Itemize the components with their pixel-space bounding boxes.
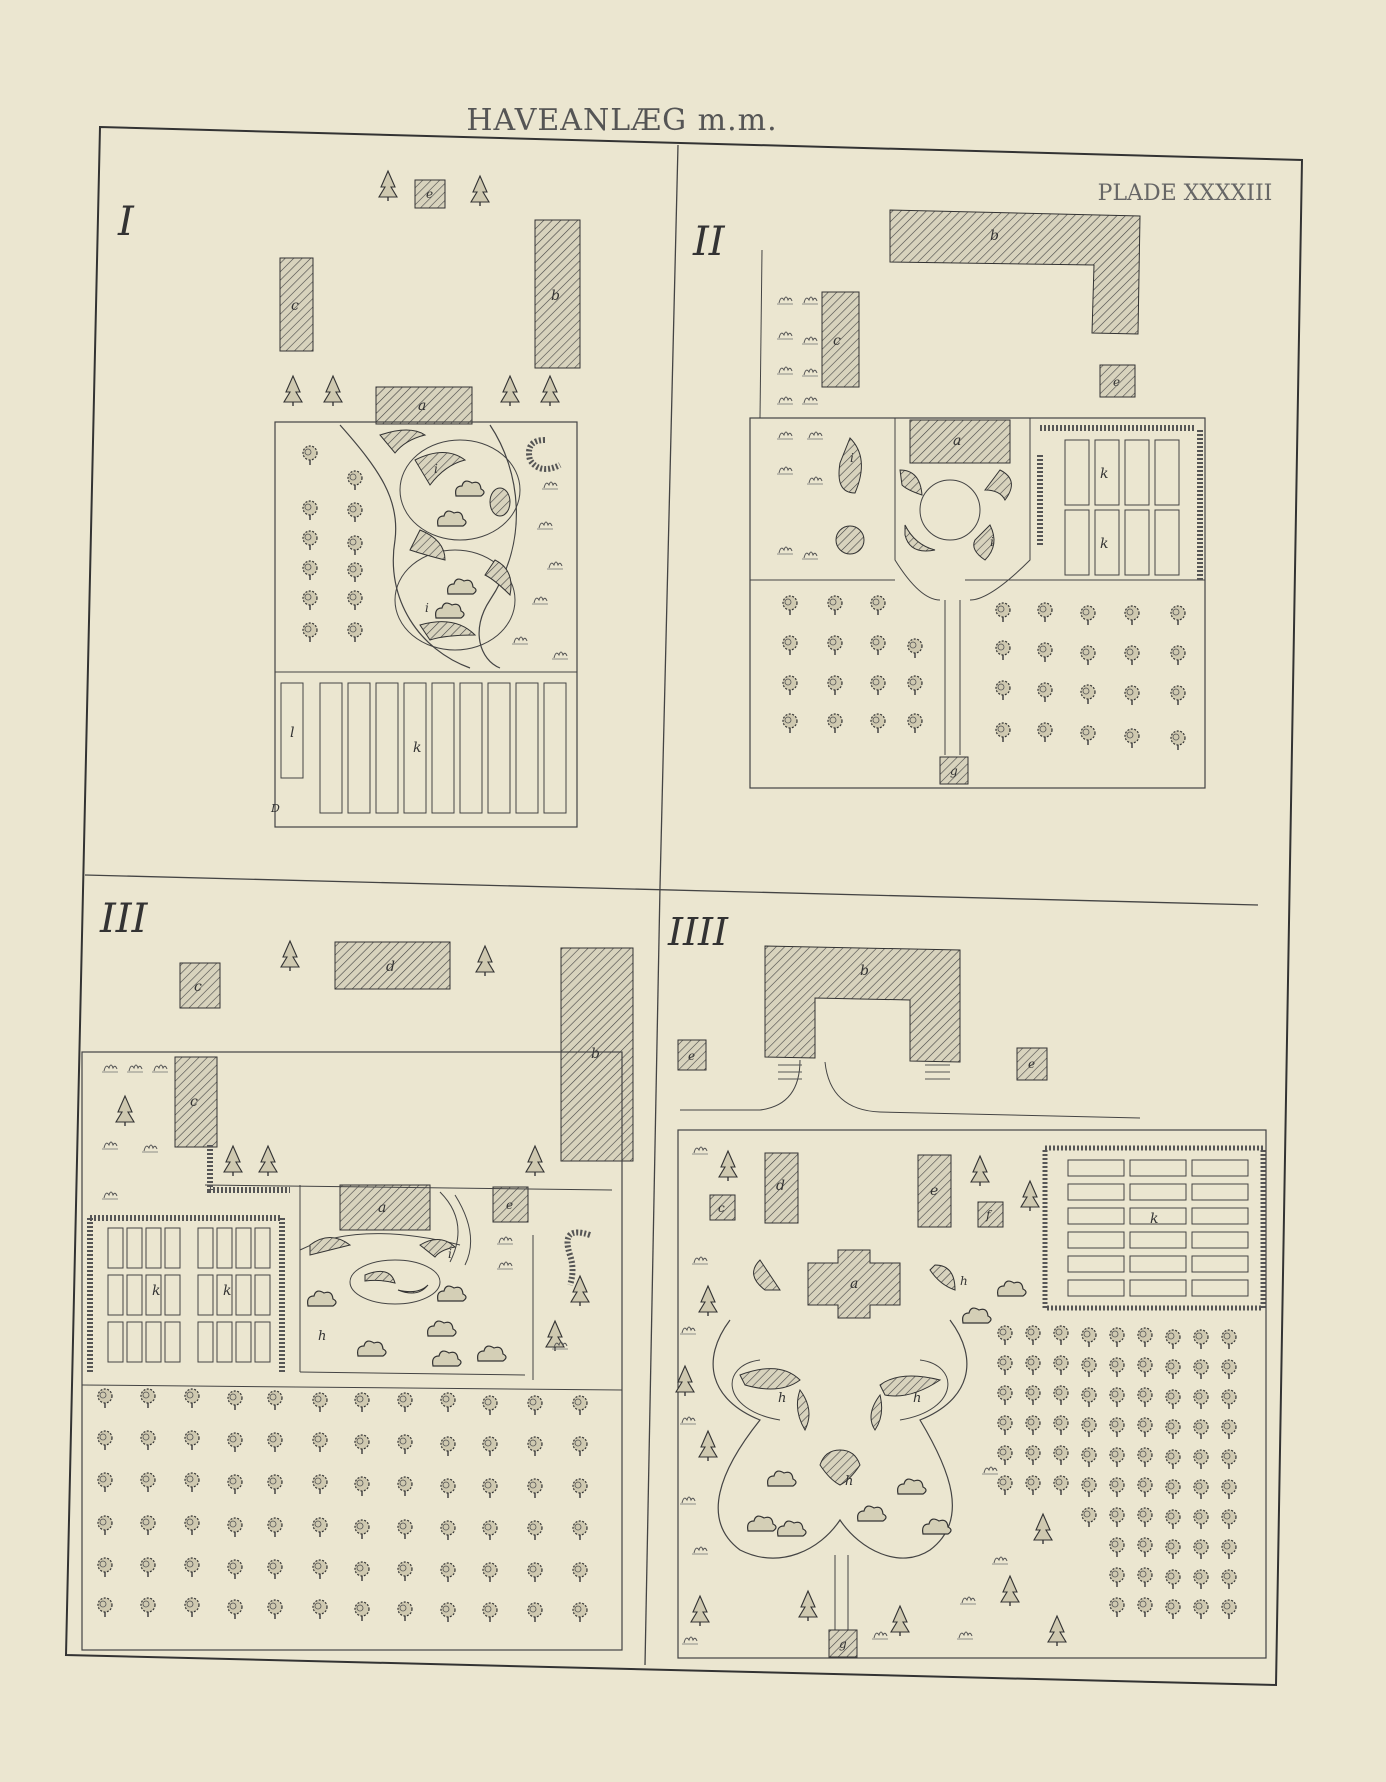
svg-text:a: a (418, 398, 426, 414)
svg-text:k: k (1100, 466, 1108, 482)
garden-boundary (274, 421, 578, 828)
building-a (339, 1184, 431, 1231)
building-c (279, 257, 314, 352)
building-c (709, 1194, 736, 1221)
svg-text:D: D (270, 802, 280, 815)
svg-text:b: b (860, 963, 869, 979)
svg-text:b: b (551, 288, 560, 304)
svg-text:d: d (386, 959, 395, 975)
svg-text:e: e (506, 1198, 513, 1212)
building-c (179, 962, 221, 1009)
panel-numeral-iii: III (99, 896, 149, 942)
building-b (534, 219, 581, 369)
building-e (414, 179, 446, 209)
vegetable-beds (1067, 1159, 1249, 1297)
svg-text:d: d (776, 1178, 785, 1194)
svg-text:h: h (778, 1391, 786, 1406)
svg-text:i: i (448, 1247, 452, 1261)
svg-text:i: i (990, 535, 994, 549)
svg-text:i: i (850, 451, 854, 465)
building-d (334, 941, 451, 990)
svg-text:f: f (985, 1208, 993, 1222)
vegetable-beds (107, 1227, 271, 1363)
svg-text:b: b (990, 228, 999, 244)
building-e-left (677, 1039, 707, 1071)
svg-text:h: h (318, 1329, 326, 1344)
building-e (492, 1186, 529, 1223)
svg-text:a: a (953, 433, 961, 449)
garden-boundary (677, 1129, 1267, 1659)
plate-title: HAVEANLÆG m.m. (466, 103, 777, 138)
svg-text:e: e (1028, 1057, 1035, 1071)
building-b (889, 209, 1141, 335)
orchard-trees (997, 1325, 1237, 1620)
svg-text:k: k (1100, 536, 1108, 552)
building-a (375, 386, 473, 425)
clover-path (712, 1319, 968, 1559)
svg-text:k: k (1150, 1211, 1158, 1227)
svg-text:b: b (591, 1046, 600, 1062)
vegetable-beds (1064, 439, 1180, 576)
panel-numeral-iiii: IIII (667, 910, 729, 954)
svg-text:h: h (913, 1391, 921, 1406)
svg-text:i: i (434, 462, 438, 476)
outer-frame (64, 125, 1304, 1687)
building-e (1099, 364, 1136, 398)
svg-text:c: c (194, 979, 202, 995)
panel-ii: II b c e a i i k k g (692, 209, 1206, 789)
svg-text:e: e (688, 1049, 695, 1063)
svg-text:e: e (1113, 375, 1120, 389)
svg-text:c: c (833, 333, 841, 349)
building-b (560, 947, 634, 1162)
svg-text:h: h (960, 1274, 968, 1288)
svg-text:g: g (950, 764, 958, 778)
svg-text:e: e (426, 187, 433, 201)
building-e-right (1016, 1047, 1048, 1081)
garden-boundary (81, 1051, 623, 1651)
svg-text:e: e (930, 1183, 938, 1199)
svg-text:k: k (223, 1283, 231, 1299)
panel-i: I e c b a i i l (117, 170, 581, 828)
orchard-trees (97, 1388, 588, 1623)
divider-horizontal (84, 874, 1259, 906)
plate-number: PLADE XXXXIII (1098, 181, 1273, 206)
gate-g (828, 1629, 858, 1658)
building-e-inner (917, 1154, 952, 1228)
building-a (807, 1249, 901, 1319)
svg-text:l: l (290, 725, 294, 741)
svg-text:h: h (845, 1474, 853, 1489)
building-d (764, 1152, 799, 1224)
garden-boundary (749, 417, 1206, 789)
svg-text:i: i (425, 601, 429, 615)
svg-text:k: k (413, 740, 421, 756)
divider-vertical-top (659, 144, 679, 888)
svg-text:k: k (152, 1283, 160, 1299)
panel-iii: III c d b c a e k k (81, 896, 634, 1651)
building-b (764, 945, 961, 1063)
svg-text:c: c (718, 1201, 725, 1215)
building-a (909, 419, 1011, 464)
building-f (977, 1201, 1004, 1228)
svg-text:g: g (839, 1637, 847, 1651)
building-c-lower (174, 1056, 218, 1148)
gate-g (939, 756, 969, 785)
svg-text:a: a (378, 1200, 386, 1216)
panel-numeral-ii: II (692, 219, 726, 265)
divider-vertical-bottom (644, 886, 661, 1666)
panel-numeral-i: I (117, 199, 135, 245)
panel-iiii: IIII b e e d e c f a h h h h (667, 910, 1267, 1659)
vegetable-beds (319, 682, 567, 814)
svg-text:a: a (850, 1276, 858, 1292)
svg-text:c: c (291, 298, 299, 314)
building-c (821, 291, 860, 388)
svg-text:c: c (190, 1094, 198, 1110)
